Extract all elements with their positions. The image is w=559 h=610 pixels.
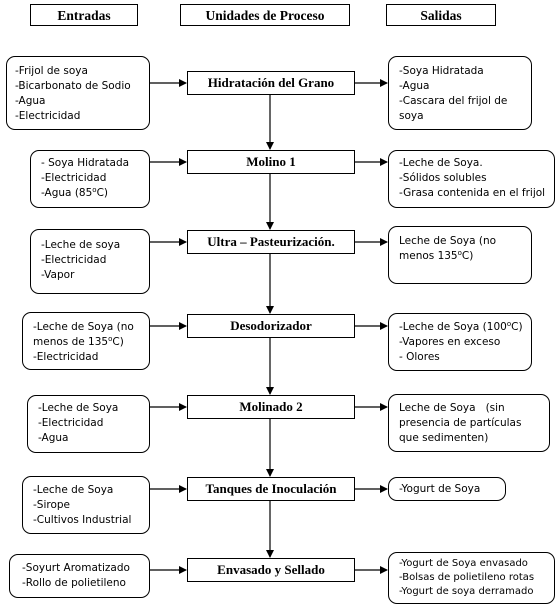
step-1-output-3: -Cascara del frijol de soya <box>399 95 508 122</box>
step-3-outputs: Leche de Soya (no menos 135oC) <box>388 226 532 284</box>
step-2-input-3: -Agua (85oC) <box>41 186 109 200</box>
step-3-input-3: -Vapor <box>41 269 75 281</box>
step-4-output-2: -Vapores en exceso <box>399 336 501 348</box>
step-3-inputs: -Leche de soya -Electricidad -Vapor <box>30 229 150 294</box>
step-6-output-1: -Yogurt de Soya <box>399 483 481 495</box>
step-3-output-1: Leche de Soya (no menos 135oC) <box>399 235 497 262</box>
step-4-output-3: - Olores <box>399 351 440 363</box>
step-7-output-3: -Yogurt de soya derramado <box>399 586 534 597</box>
step-3-input-2: -Electricidad <box>41 254 107 266</box>
step-2-inputs: - Soya Hidratada -Electricidad -Agua (85… <box>30 150 150 208</box>
step-7-outputs: -Yogurt de Soya envasado -Bolsas de poli… <box>388 552 555 604</box>
step-4-input-1: -Leche de Soya (no menos de 135oC) <box>33 321 134 348</box>
step-5-input-2: -Electricidad <box>38 417 104 429</box>
step-7-process: Envasado y Sellado <box>187 558 355 582</box>
step-1-outputs: -Soya Hidratada -Agua -Cascara del frijo… <box>388 56 532 130</box>
step-5-input-1: -Leche de Soya <box>38 402 119 414</box>
step-5-output-1: Leche de Soya (sin presencia de partícul… <box>399 402 525 444</box>
step-6-outputs: -Yogurt de Soya <box>388 477 506 501</box>
step-4-output-1: -Leche de Soya (100oC) <box>399 320 523 334</box>
step-7-input-1: -Soyurt Aromatizado <box>22 562 130 574</box>
step-6-inputs: -Leche de Soya -Sirope -Cultivos Industr… <box>22 476 150 534</box>
step-6-process: Tanques de Inoculación <box>187 477 355 501</box>
step-3-process: Ultra – Pasteurización. <box>187 230 355 254</box>
step-5-process: Molinado 2 <box>187 395 355 419</box>
step-4-outputs: -Leche de Soya (100oC) -Vapores en exces… <box>388 313 532 371</box>
step-2-outputs: -Leche de Soya. -Sólidos solubles -Grasa… <box>388 150 555 208</box>
step-2-input-2: -Electricidad <box>41 172 107 184</box>
inputs-header: Entradas <box>30 4 138 26</box>
step-2-output-3: -Grasa contenida en el frijol <box>399 187 546 199</box>
step-6-input-2: -Sirope <box>33 499 71 511</box>
step-1-input-4: -Electricidad <box>15 110 81 122</box>
step-3-input-1: -Leche de soya <box>41 239 121 251</box>
step-2-process: Molino 1 <box>187 150 355 174</box>
step-1-process: Hidratación del Grano <box>187 71 355 95</box>
step-1-input-2: -Bicarbonato de Sodio <box>15 80 131 92</box>
step-1-input-3: -Agua <box>15 95 46 107</box>
step-2-input-1: - Soya Hidratada <box>41 157 130 169</box>
step-5-outputs: Leche de Soya (sin presencia de partícul… <box>388 394 550 452</box>
processes-header: Unidades de Proceso <box>180 4 350 26</box>
step-4-process: Desodorizador <box>187 314 355 338</box>
step-5-inputs: -Leche de Soya -Electricidad -Agua <box>27 395 150 453</box>
step-1-input-1: -Frijol de soya <box>15 65 88 77</box>
outputs-header: Salidas <box>386 4 496 26</box>
step-7-output-1: -Yogurt de Soya envasado <box>399 558 528 569</box>
step-1-output-1: -Soya Hidratada <box>399 65 484 77</box>
step-7-output-2: -Bolsas de polietileno rotas <box>399 572 535 583</box>
step-7-inputs: -Soyurt Aromatizado -Rollo de polietilen… <box>9 554 150 598</box>
step-2-output-1: -Leche de Soya. <box>399 157 483 169</box>
step-7-input-2: -Rollo de polietileno <box>22 577 126 589</box>
step-6-input-3: -Cultivos Industrial <box>33 514 132 526</box>
step-2-output-2: -Sólidos solubles <box>399 172 487 184</box>
step-5-input-3: -Agua <box>38 432 69 444</box>
step-1-inputs: -Frijol de soya -Bicarbonato de Sodio -A… <box>6 56 150 130</box>
step-6-input-1: -Leche de Soya <box>33 484 114 496</box>
step-4-input-2: -Electricidad <box>33 351 99 363</box>
step-1-output-2: -Agua <box>399 80 430 92</box>
step-4-inputs: -Leche de Soya (no menos de 135oC) -Elec… <box>22 312 150 370</box>
